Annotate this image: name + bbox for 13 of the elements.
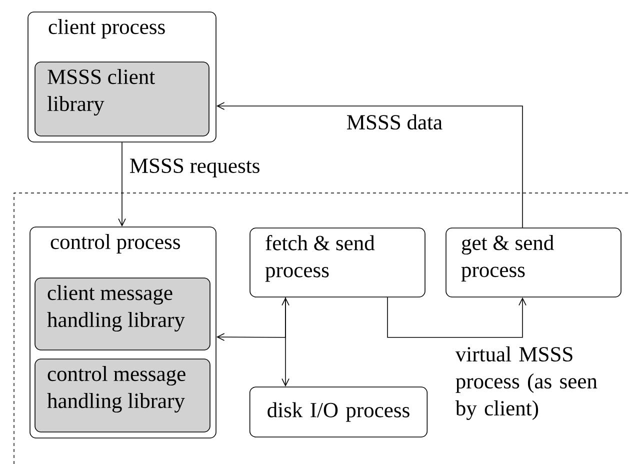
library-box: control message handling library — [34, 358, 210, 432]
arrow — [387, 297, 526, 338]
process-box: fetch & send process — [250, 228, 426, 298]
library-box: MSSS client library — [34, 62, 210, 136]
process-box: get & send process — [446, 228, 622, 298]
library-box: client message handling library — [34, 278, 210, 350]
arrow — [216, 102, 523, 228]
arrow — [216, 297, 286, 341]
arrow — [282, 297, 290, 387]
edge-label: MSSS requests — [130, 158, 260, 178]
edge-label: MSSS data — [347, 114, 442, 130]
process-box: disk I/O process — [249, 386, 428, 438]
arrow — [118, 142, 126, 227]
